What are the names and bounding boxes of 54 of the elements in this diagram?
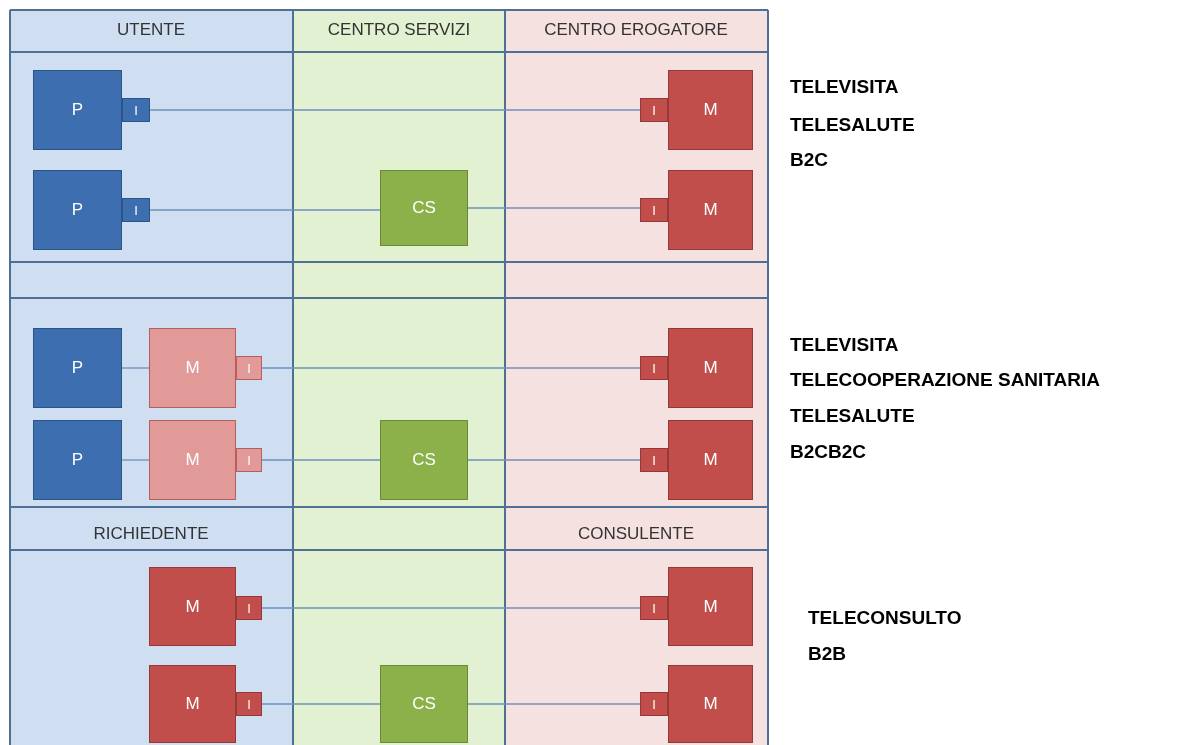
service-type-label: TELECONSULTO — [808, 607, 962, 629]
connector-line — [121, 367, 150, 369]
interface-box: I — [640, 692, 668, 716]
service-type-label: TELESALUTE — [790, 114, 915, 136]
interface-box: I — [640, 98, 668, 122]
service-type-label: TELECOOPERAZIONE SANITARIA — [790, 369, 1100, 391]
connector-line — [261, 607, 641, 609]
doctor-box: M — [668, 328, 753, 408]
column-header: CONSULENTE — [577, 524, 695, 544]
service-center-box: CS — [380, 665, 468, 743]
service-center-box: CS — [380, 170, 468, 246]
interface-box: I — [640, 356, 668, 380]
interface-box: I — [122, 98, 150, 122]
service-type-label: B2C — [790, 149, 828, 171]
connector-line — [149, 209, 381, 211]
doctor-box: M — [668, 420, 753, 500]
column-header: CENTRO EROGATORE — [544, 20, 728, 40]
doctor-box: M — [668, 567, 753, 646]
service-type-label: TELEVISITA — [790, 76, 899, 98]
connector-line — [121, 459, 150, 461]
interface-box: I — [236, 596, 262, 620]
column-header: RICHIEDENTE — [93, 524, 209, 544]
service-type-label: B2CB2C — [790, 441, 867, 463]
doctor-box: M — [668, 665, 753, 743]
interface-box: I — [640, 198, 668, 222]
connector-line — [149, 109, 641, 111]
patient-box: P — [33, 170, 122, 250]
connector-line — [467, 703, 641, 705]
patient-box: P — [33, 420, 122, 500]
service-type-label: B2B — [808, 643, 846, 665]
connector-line — [261, 459, 381, 461]
connector-line — [467, 207, 641, 209]
doctor-box: M — [149, 420, 236, 500]
column-header: UTENTE — [117, 20, 185, 40]
interface-box: I — [640, 596, 668, 620]
patient-box: P — [33, 328, 122, 408]
service-center-box: CS — [380, 420, 468, 500]
interface-box: I — [236, 692, 262, 716]
patient-box: P — [33, 70, 122, 150]
doctor-box: M — [149, 567, 236, 646]
interface-box: I — [236, 356, 262, 380]
service-type-label: TELESALUTE — [790, 405, 915, 427]
interface-box: I — [236, 448, 262, 472]
connector-line — [467, 459, 641, 461]
doctor-box: M — [668, 170, 753, 250]
doctor-box: M — [149, 328, 236, 408]
column-header: CENTRO SERVIZI — [327, 20, 471, 40]
service-type-label: TELEVISITA — [790, 334, 899, 356]
doctor-box: M — [668, 70, 753, 150]
connector-line — [261, 703, 381, 705]
doctor-box: M — [149, 665, 236, 743]
interface-box: I — [122, 198, 150, 222]
connector-line — [261, 367, 641, 369]
interface-box: I — [640, 448, 668, 472]
